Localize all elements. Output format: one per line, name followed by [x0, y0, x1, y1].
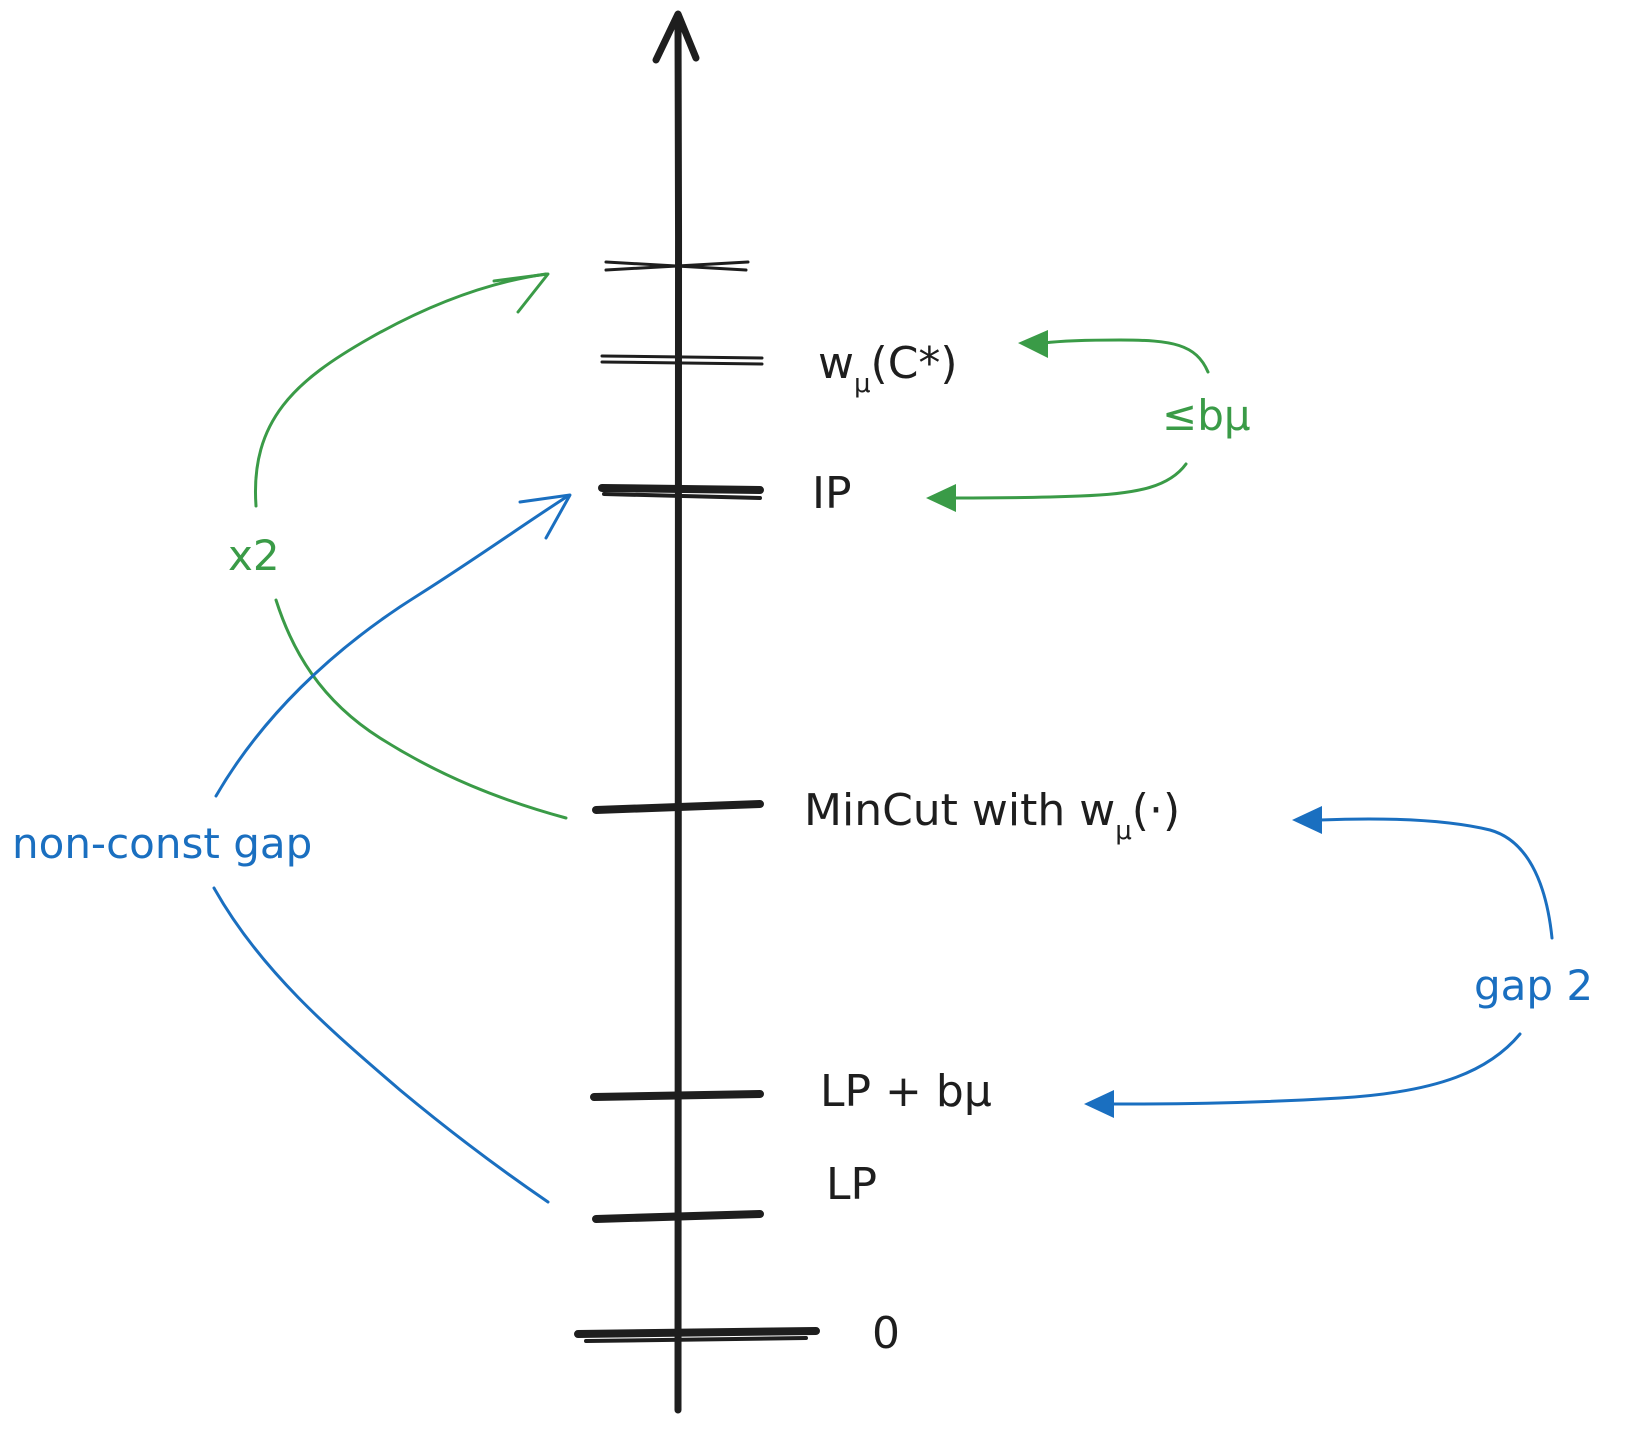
x2-lower-curve: [274, 598, 568, 820]
tick-top: [604, 260, 750, 272]
le-bmu-lower-curve: [954, 462, 1188, 500]
non-const-gap-label: non-const gap: [12, 819, 312, 868]
x2-arrowhead-icon: [492, 272, 550, 314]
gap2-lower-curve: [1112, 1032, 1522, 1106]
tick-marks: [574, 260, 820, 1343]
le-bmu-lower-arrowhead-icon: [926, 484, 956, 512]
label-zero: 0: [872, 1308, 900, 1359]
blue-annotations: non-const gap gap 2: [12, 493, 1593, 1204]
tick-zero: [574, 1327, 820, 1343]
le-bmu-label: ≤bμ: [1162, 391, 1251, 440]
gap2-upper-arrowhead-icon: [1292, 806, 1322, 834]
green-annotations: x2 ≤bμ: [228, 272, 1251, 820]
x2-upper-curve: [253, 272, 548, 508]
tick-lp-plus-bmu: [590, 1090, 764, 1101]
gap2-lower-arrowhead-icon: [1084, 1090, 1114, 1118]
gap2-upper-curve: [1318, 817, 1554, 940]
non-const-gap-upper-curve: [214, 494, 570, 798]
tick-labels: wμ(C*) IP MinCut with wμ(·) LP + bμ LP 0: [804, 338, 1180, 1359]
label-w-mu-c-star: wμ(C*): [818, 338, 958, 399]
label-lp: LP: [826, 1159, 877, 1210]
x2-label: x2: [228, 531, 280, 580]
axis-arrowhead-icon: [652, 10, 700, 64]
le-bmu-upper-curve: [1042, 338, 1210, 374]
tick-lp: [592, 1210, 764, 1223]
tick-mincut: [592, 800, 764, 814]
tick-ip: [598, 484, 764, 500]
vertical-axis: [652, 10, 700, 1414]
non-const-gap-arrowhead-icon: [518, 493, 572, 540]
axis-line: [673, 12, 683, 1414]
gap2-label: gap 2: [1474, 961, 1593, 1010]
non-const-gap-lower-curve: [212, 886, 550, 1204]
tick-w-mu-c-star: [600, 354, 764, 366]
label-mincut: MinCut with wμ(·): [804, 785, 1180, 846]
le-bmu-upper-arrowhead-icon: [1018, 330, 1048, 358]
label-lp-plus-bmu: LP + bμ: [820, 1066, 992, 1117]
label-ip: IP: [812, 468, 852, 519]
